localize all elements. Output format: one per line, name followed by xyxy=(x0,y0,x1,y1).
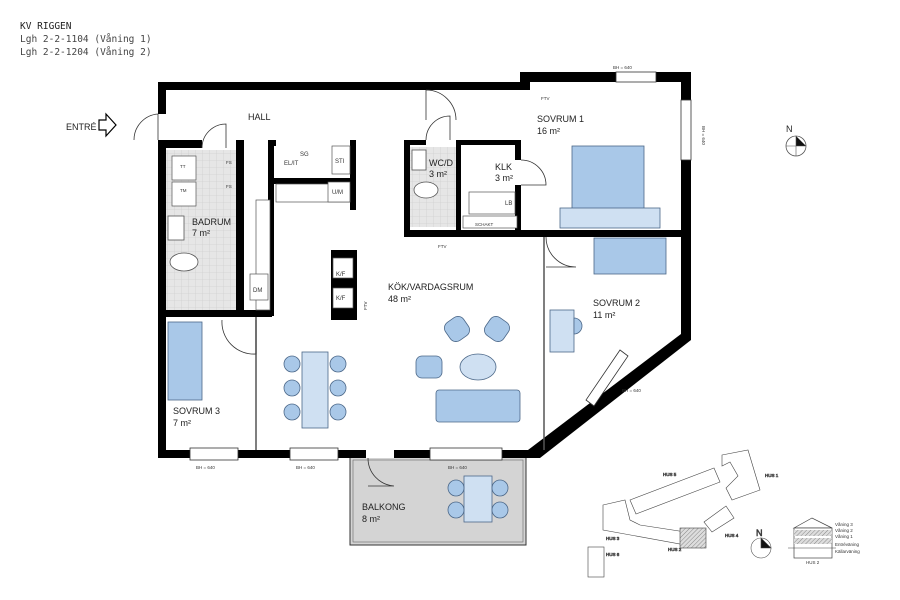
site-plan: HUS 5 HUS 1 HUS 3 HUS 2 HUS 4 HUS 6 N xyxy=(587,449,779,578)
sanitary-fixtures xyxy=(167,149,439,272)
room-badrum: BADRUM xyxy=(192,217,231,227)
svg-text:HUS 4: HUS 4 xyxy=(725,533,739,538)
svg-text:3 m²: 3 m² xyxy=(429,169,447,179)
compass-north: N xyxy=(786,124,793,134)
svg-text:BH = 640: BH = 640 xyxy=(613,65,632,70)
svg-text:Våning 1: Våning 1 xyxy=(835,533,853,539)
svg-text:FS: FS xyxy=(226,184,232,189)
room-sovrum3: SOVRUM 3 xyxy=(173,406,220,416)
balcony-table xyxy=(463,475,493,523)
svg-text:K/F: K/F xyxy=(336,296,346,302)
unit-line-2: Lgh 2-2-1204 (Våning 2) xyxy=(20,47,152,58)
project-name: KV RIGGEN xyxy=(20,21,72,32)
svg-text:DM: DM xyxy=(253,288,262,294)
arrow-right-icon xyxy=(98,112,117,138)
svg-text:SG: SG xyxy=(300,152,309,158)
svg-text:16 m²: 16 m² xyxy=(537,126,560,136)
dining-table xyxy=(301,351,329,429)
sofa xyxy=(435,389,521,423)
windows xyxy=(189,71,692,461)
furniture xyxy=(167,145,667,523)
room-sovrum2: SOVRUM 2 xyxy=(593,298,640,308)
svg-text:HUS 6: HUS 6 xyxy=(606,552,620,557)
svg-text:HUS 3: HUS 3 xyxy=(606,536,620,541)
svg-text:7 m²: 7 m² xyxy=(173,418,191,428)
svg-text:HUS 5: HUS 5 xyxy=(663,472,677,477)
svg-text:48 m²: 48 m² xyxy=(388,294,411,304)
svg-text:Våning 2: Våning 2 xyxy=(835,527,853,533)
svg-text:HUS 2: HUS 2 xyxy=(668,547,682,552)
svg-text:EL/IT: EL/IT xyxy=(284,161,299,167)
room-klk: KLK xyxy=(495,162,512,172)
room-labels: HALL BADRUM 7 m² WC/D 3 m² KLK 3 m² SOVR… xyxy=(173,112,640,524)
compass: N xyxy=(785,124,807,157)
svg-text:TT: TT xyxy=(180,164,186,169)
entrance-marker: ENTRÉ xyxy=(66,112,117,138)
kitchen-fixtures xyxy=(171,145,518,311)
room-kok-vardagsrum: KÖK/VARDAGSRUM xyxy=(388,282,473,292)
svg-text:U/M: U/M xyxy=(332,190,343,196)
svg-text:BH = 640: BH = 640 xyxy=(296,465,315,470)
balcony-area xyxy=(349,456,527,546)
svg-text:HUS 2: HUS 2 xyxy=(806,560,820,565)
svg-text:FS: FS xyxy=(226,160,232,165)
svg-text:FTV: FTV xyxy=(438,244,447,249)
svg-text:FTV: FTV xyxy=(541,96,550,101)
svg-text:BH = 640: BH = 640 xyxy=(701,126,706,145)
bed-sovrum3 xyxy=(167,321,203,401)
double-bed xyxy=(571,145,645,219)
doors xyxy=(133,89,577,487)
svg-text:8 m²: 8 m² xyxy=(362,514,380,524)
room-sovrum1: SOVRUM 1 xyxy=(537,114,584,124)
svg-text:TM: TM xyxy=(180,188,187,193)
window-labels: BH = 640 BH = 640 BH = 640 BH = 640 BH =… xyxy=(196,65,706,470)
svg-text:Entréväning: Entréväning xyxy=(835,542,860,547)
unit-line-1: Lgh 2-2-1104 (Våning 1) xyxy=(20,34,152,45)
title-block: KV RIGGEN Lgh 2-2-1104 (Våning 1) Lgh 2-… xyxy=(20,20,152,59)
coffee-table xyxy=(459,353,497,381)
svg-text:N: N xyxy=(756,528,763,538)
svg-text:3 m²: 3 m² xyxy=(495,173,513,183)
svg-text:BH = 640: BH = 640 xyxy=(448,465,467,470)
room-hall: HALL xyxy=(248,112,271,122)
svg-text:LB: LB xyxy=(505,201,512,207)
svg-text:Våning 3: Våning 3 xyxy=(835,521,853,527)
entrance-label: ENTRÉ xyxy=(66,122,97,132)
svg-text:HUS 1: HUS 1 xyxy=(765,473,779,478)
svg-text:SCHAKT: SCHAKT xyxy=(475,222,494,227)
svg-text:BH = 640: BH = 640 xyxy=(196,465,215,470)
svg-text:Källarväning: Källarväning xyxy=(835,549,860,554)
svg-text:11 m²: 11 m² xyxy=(593,310,615,320)
exterior-walls xyxy=(158,72,691,458)
svg-text:STI: STI xyxy=(335,159,345,165)
svg-text:7 m²: 7 m² xyxy=(192,228,210,238)
fixture-labels: SG STI EL/IT U/M DM K/F K/F FS FS TT TM … xyxy=(180,96,550,310)
svg-text:BH = 640: BH = 640 xyxy=(622,388,641,393)
room-wcd: WC/D xyxy=(429,158,453,168)
room-balkong: BALKONG xyxy=(362,502,406,512)
bed-sovrum2 xyxy=(593,237,667,275)
svg-text:K/F: K/F xyxy=(336,272,346,278)
section-diagram: Våning 3 Våning 2 Våning 1 Entréväning K… xyxy=(788,517,860,565)
svg-text:FTV: FTV xyxy=(363,302,368,311)
